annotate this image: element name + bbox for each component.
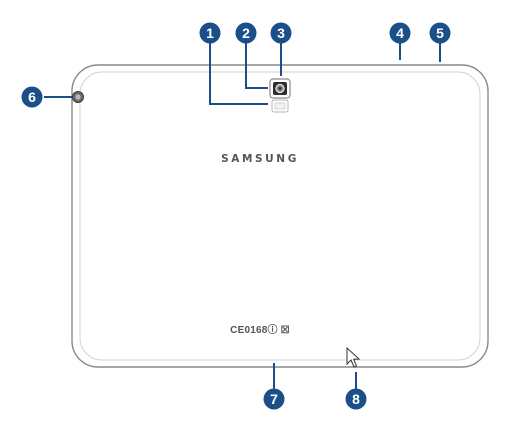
callout-number: 1 <box>206 25 214 41</box>
callout-number: 7 <box>270 391 278 407</box>
callout-number: 8 <box>352 391 360 407</box>
leader-line-2 <box>245 40 268 89</box>
side-button-highlight <box>75 94 81 100</box>
brand-logo-text: SAMSUNG <box>221 153 299 165</box>
leader-line-1 <box>209 40 268 105</box>
callout-number: 6 <box>28 89 36 105</box>
callout-number: 5 <box>436 25 444 41</box>
callout-number: 2 <box>242 25 250 41</box>
callout-4: 4 <box>389 22 411 44</box>
callout-1: 1 <box>199 22 221 44</box>
callout-2: 2 <box>235 22 257 44</box>
certification-marks: CE0168ⓘ ☒ <box>230 325 290 336</box>
flash-led <box>274 102 286 110</box>
mouse-cursor-icon <box>346 346 361 368</box>
callout-8: 8 <box>345 388 367 410</box>
rear-camera-lens-core <box>278 86 282 91</box>
callout-number: 4 <box>396 25 404 41</box>
callout-7: 7 <box>263 388 285 410</box>
callout-3: 3 <box>270 22 292 44</box>
callout-5: 5 <box>429 22 451 44</box>
callout-number: 3 <box>277 25 285 41</box>
leader-lines <box>44 40 441 390</box>
callout-6: 6 <box>21 86 43 108</box>
